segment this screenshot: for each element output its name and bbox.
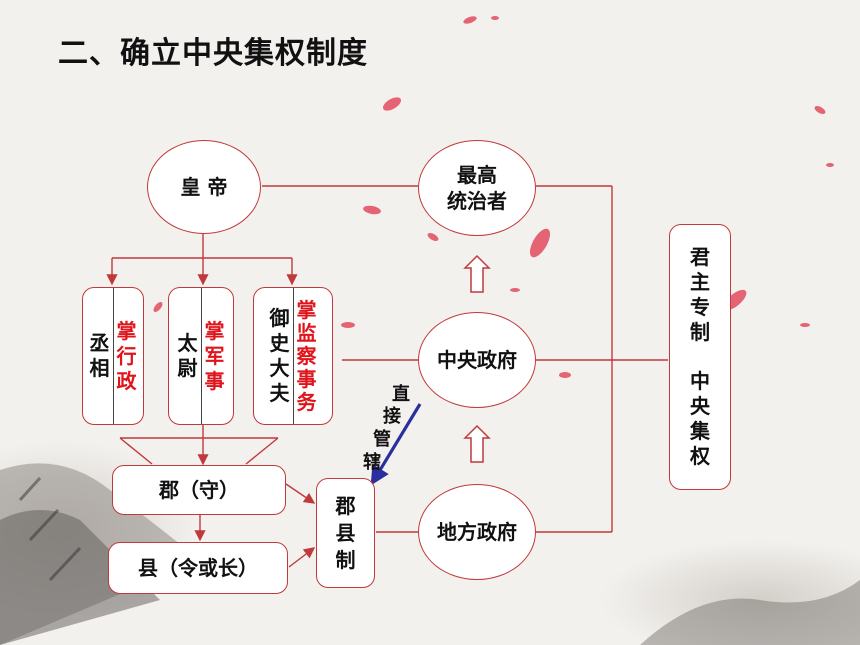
local-government-node: 地方政府 [418, 484, 536, 580]
centralization-label: 中央集权 [690, 369, 710, 468]
county-box: 县（令或长） [108, 542, 288, 594]
supreme-ruler-label-1: 最高 [457, 163, 497, 187]
supreme-ruler-label-2: 统治者 [447, 189, 507, 213]
autocracy-label: 君主专制 [690, 245, 710, 344]
jun-xian-system-label: 郡县制 [335, 493, 356, 572]
up-arrow-icon [463, 254, 491, 293]
direct-control-label: 直 接 管 辖 [363, 384, 410, 473]
grand-commandant-title: 太尉 [177, 331, 198, 380]
supreme-ruler-node: 最高 统治者 [418, 140, 536, 236]
chancellor-title: 丞相 [89, 331, 110, 380]
central-government-node: 中央政府 [418, 312, 536, 408]
jun-xian-system-box: 郡县制 [316, 478, 375, 588]
imperial-censor-box: 御史大夫 掌监察事务 [253, 287, 333, 425]
imperial-censor-duty: 掌监察事务 [296, 297, 317, 414]
chancellor-box: 丞相 掌行政 [82, 287, 144, 425]
grand-commandant-box: 太尉 掌军事 [168, 287, 234, 425]
county-label: 县（令或长） [138, 556, 258, 580]
local-government-label: 地方政府 [437, 520, 517, 544]
chancellor-duty: 掌行政 [116, 318, 137, 393]
up-arrow-icon [463, 424, 491, 463]
emperor-node: 皇 帝 [147, 140, 261, 234]
commandery-box: 郡（守） [112, 465, 286, 515]
page-title: 二、确立中央集权制度 [58, 36, 368, 71]
autocracy-centralization-box: 君主专制 中央集权 [669, 224, 731, 490]
central-government-label: 中央政府 [437, 348, 517, 372]
commandery-label: 郡（守） [159, 478, 239, 502]
imperial-censor-title: 御史大夫 [269, 306, 290, 405]
emperor-label: 皇 帝 [180, 175, 228, 199]
grand-commandant-duty: 掌军事 [204, 318, 225, 393]
